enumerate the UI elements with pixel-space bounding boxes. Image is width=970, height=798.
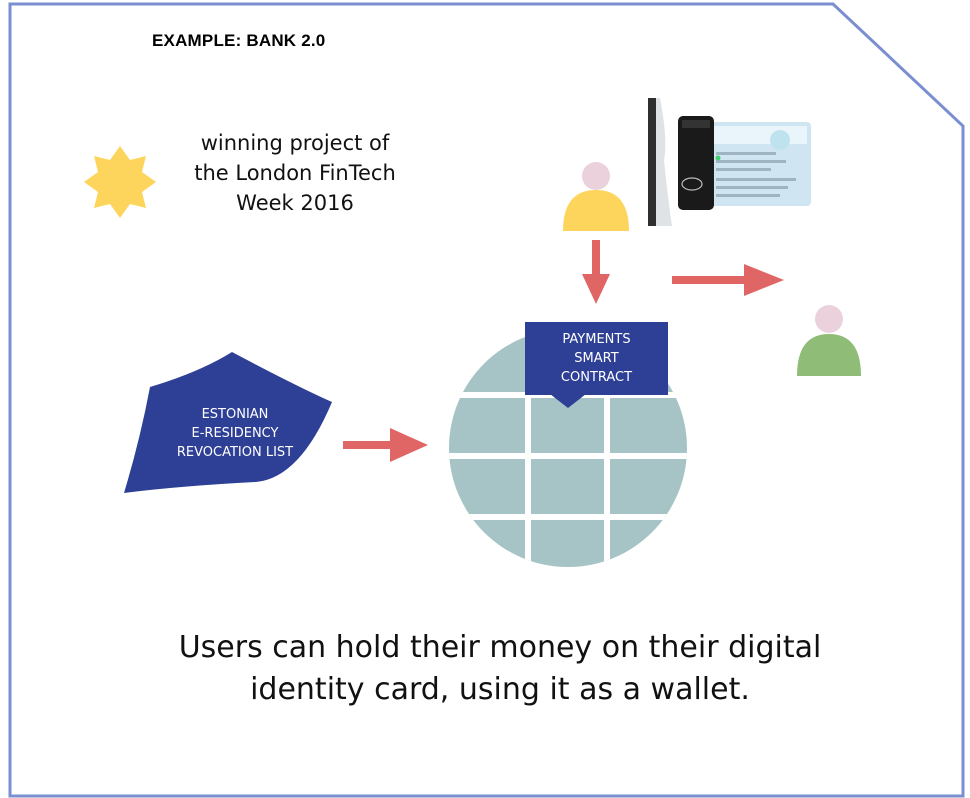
revocation-list-line: ESTONIAN — [201, 407, 269, 422]
revocation-list-shape — [124, 352, 332, 493]
sender-body-icon — [563, 190, 629, 231]
receiver-head-icon — [815, 305, 843, 333]
revocation-list-label: ESTONIAN E-RESIDENCY REVOCATION LIST — [160, 405, 310, 462]
arrow-sender-to-contract — [582, 240, 610, 304]
receiver-body-icon — [797, 334, 861, 376]
award-line: winning project of — [200, 131, 390, 155]
award-star-icon — [84, 146, 156, 218]
smart-contract-label: PAYMENTS SMART CONTRACT — [525, 330, 668, 387]
award-line: the London FinTech — [194, 161, 396, 185]
revocation-list-line: REVOCATION LIST — [176, 445, 294, 460]
smart-contract-line: SMART — [574, 351, 619, 366]
id-card-reader-icon — [648, 98, 822, 226]
slide-caption: Users can hold their money on their digi… — [80, 627, 920, 711]
caption-line: Users can hold their money on their digi… — [178, 630, 822, 665]
caption-line: identity card, using it as a wallet. — [250, 672, 750, 707]
smart-contract-callout — [525, 322, 668, 408]
revocation-list-line: E-RESIDENCY — [191, 426, 279, 441]
smart-contract-line: CONTRACT — [560, 370, 633, 385]
arrow-card-to-receiver — [672, 264, 784, 296]
ledger-globe-icon — [449, 329, 687, 567]
award-line: Week 2016 — [236, 191, 354, 215]
slide-frame — [8, 2, 965, 798]
arrow-list-to-ledger — [343, 428, 428, 462]
sender-head-icon — [582, 162, 610, 190]
award-text: winning project of the London FinTech We… — [150, 128, 440, 218]
slide-heading: EXAMPLE: BANK 2.0 — [152, 31, 326, 50]
smart-contract-line: PAYMENTS — [562, 332, 631, 347]
